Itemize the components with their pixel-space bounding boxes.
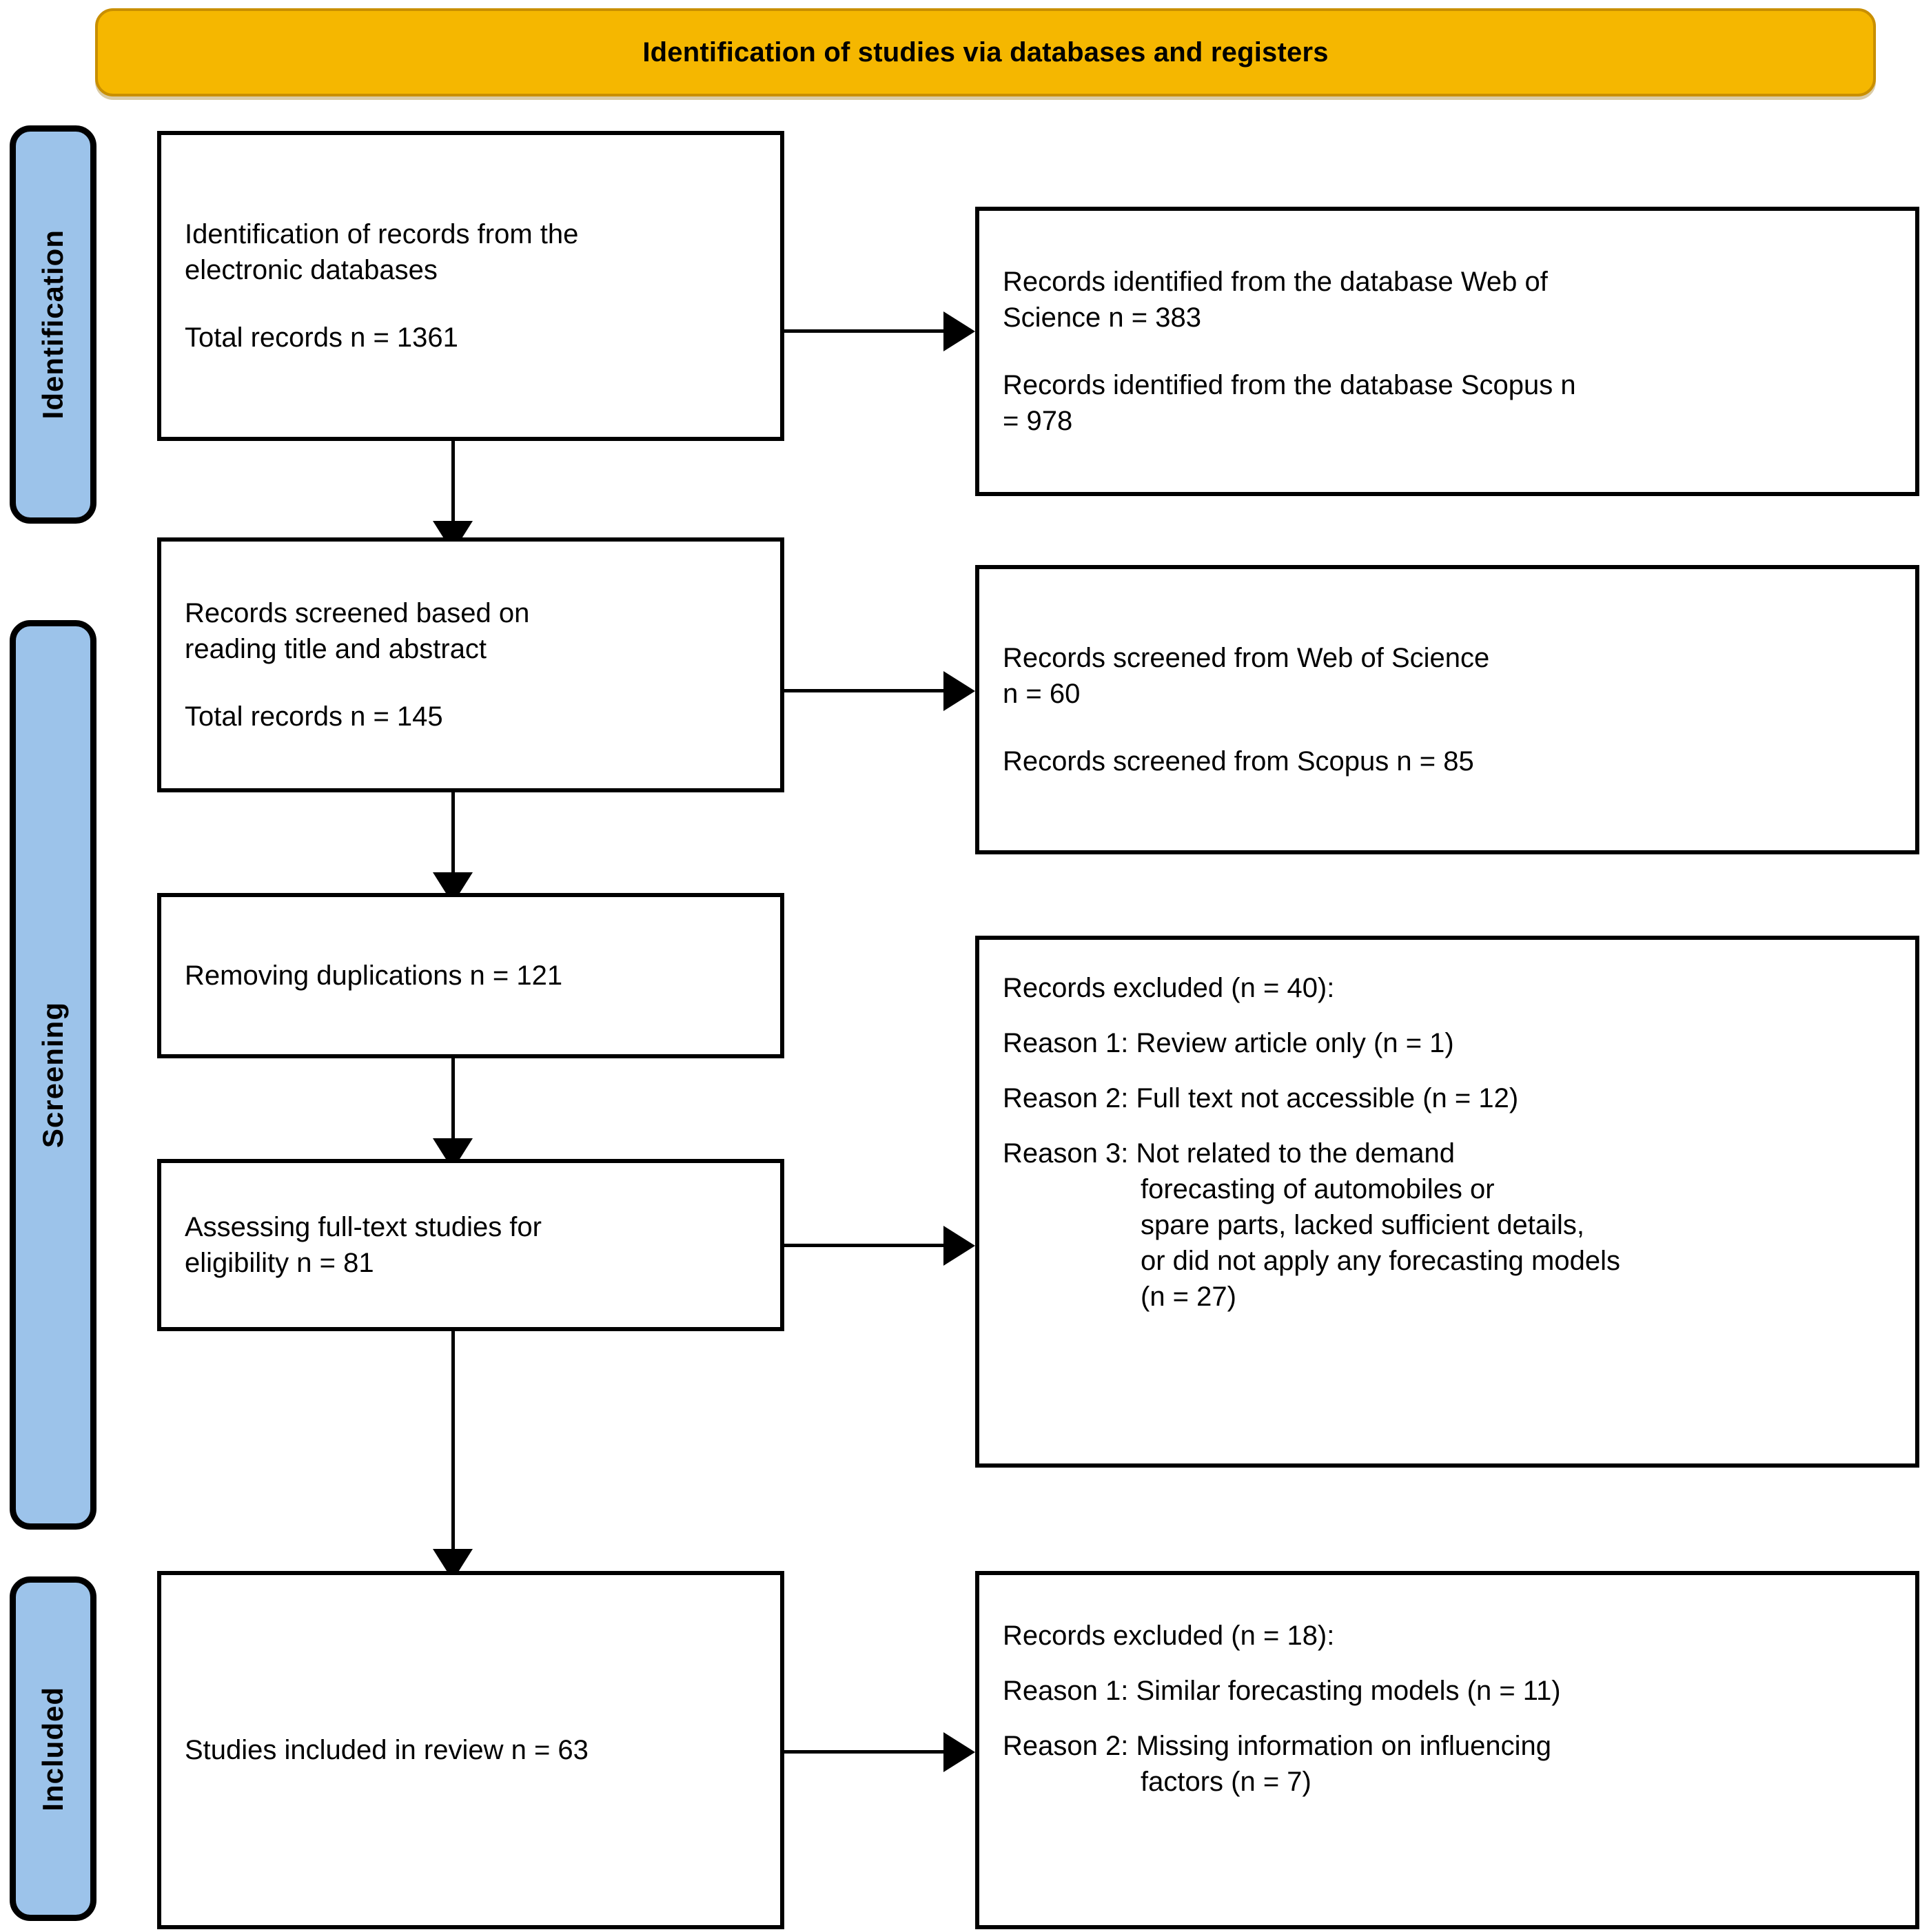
screened-detail-line3: Records screened from Scopus n = 85 — [1003, 746, 1474, 777]
screened-detail-line1: Records screened from Web of Science — [1003, 643, 1490, 673]
spacer — [1003, 336, 1892, 367]
fulltext-line1: Assessing full-text studies for — [185, 1212, 542, 1242]
screened-detail-line2: n = 60 — [1003, 679, 1081, 709]
excluded40-heading: Records excluded (n = 40): — [1003, 973, 1335, 1003]
connector-duplicates-to-fulltext — [451, 1058, 455, 1142]
spacer — [185, 288, 757, 320]
arrowhead-fulltext-to-excluded40 — [943, 1226, 975, 1266]
excluded40-reason3-line3: spare parts, lacked sufficient details, — [1141, 1210, 1585, 1240]
box-screened-by-database: Records screened from Web of Science n =… — [975, 565, 1919, 854]
stage-label-screening: Screening — [37, 1001, 69, 1149]
excluded40-reason3-line1: Reason 3: Not related to the demand — [1003, 1138, 1455, 1169]
identification-detail-line3: Records identified from the database Sco… — [1003, 370, 1576, 400]
included-line1: Studies included in review n = 63 — [185, 1735, 589, 1765]
fulltext-line2: eligibility n = 81 — [185, 1248, 374, 1278]
duplications-line1: Removing duplications n = 121 — [185, 960, 563, 991]
box-assessing-fulltext: Assessing full-text studies for eligibil… — [157, 1159, 784, 1331]
stage-pill-screening: Screening — [10, 620, 96, 1530]
screened-total: Total records n = 145 — [185, 701, 443, 732]
spacer — [1003, 712, 1892, 743]
box-studies-included: Studies included in review n = 63 — [157, 1571, 784, 1929]
spacer — [1003, 1116, 1892, 1135]
excluded40-reason1: Reason 1: Review article only (n = 1) — [1003, 1028, 1454, 1058]
spacer — [1003, 1061, 1892, 1080]
connector-identification-to-databases — [784, 329, 946, 333]
stage-label-included: Included — [37, 1686, 69, 1811]
stage-pill-identification: Identification — [10, 125, 96, 524]
spacer — [1003, 1654, 1892, 1673]
stage-pill-included: Included — [10, 1576, 96, 1921]
excluded18-heading: Records excluded (n = 18): — [1003, 1621, 1335, 1651]
screened-line2: reading title and abstract — [185, 634, 487, 664]
box-removing-duplications: Removing duplications n = 121 — [157, 893, 784, 1058]
arrowhead-identification-to-databases — [943, 311, 975, 351]
stage-label-identification: Identification — [37, 229, 69, 420]
excluded40-reason2: Reason 2: Full text not accessible (n = … — [1003, 1083, 1519, 1113]
spacer — [1003, 1006, 1892, 1025]
screened-line1: Records screened based on — [185, 598, 530, 628]
identification-detail-line1: Records identified from the database Web… — [1003, 267, 1548, 297]
identification-source-total: Total records n = 1361 — [185, 322, 458, 353]
spacer — [1003, 1709, 1892, 1728]
connector-fulltext-to-included — [451, 1331, 455, 1553]
identification-detail-line4: = 978 — [1003, 406, 1073, 436]
identification-source-line2: electronic databases — [185, 255, 438, 285]
box-records-screened: Records screened based on reading title … — [157, 537, 784, 792]
excluded40-reason3-line5: (n = 27) — [1141, 1282, 1236, 1312]
spacer — [185, 667, 757, 699]
connector-identification-to-screened — [451, 441, 455, 525]
banner-title: Identification of studies via databases … — [642, 37, 1329, 68]
connector-screened-to-duplicates — [451, 792, 455, 876]
excluded18-reason2-line2: factors (n = 7) — [1141, 1767, 1311, 1797]
arrowhead-included-to-excluded18 — [943, 1732, 975, 1772]
box-records-excluded-40: Records excluded (n = 40): Reason 1: Rev… — [975, 936, 1919, 1468]
identification-source-line1: Identification of records from the — [185, 219, 579, 249]
identification-detail-line2: Science n = 383 — [1003, 302, 1201, 333]
excluded40-reason3-line2: forecasting of automobiles or — [1141, 1174, 1495, 1204]
arrowhead-screened-to-detail — [943, 671, 975, 711]
diagram-banner: Identification of studies via databases … — [95, 8, 1876, 96]
excluded18-reason1: Reason 1: Similar forecasting models (n … — [1003, 1676, 1561, 1706]
box-records-excluded-18: Records excluded (n = 18): Reason 1: Sim… — [975, 1571, 1919, 1929]
excluded40-reason3-line4: or did not apply any forecasting models — [1141, 1246, 1620, 1276]
connector-included-to-excluded18 — [784, 1750, 946, 1754]
excluded18-reason2-line1: Reason 2: Missing information on influen… — [1003, 1731, 1551, 1761]
box-identification-databases: Records identified from the database Web… — [975, 207, 1919, 496]
connector-fulltext-to-excluded40 — [784, 1244, 946, 1247]
connector-screened-to-detail — [784, 689, 946, 692]
box-identification-records: Identification of records from the elect… — [157, 131, 784, 441]
